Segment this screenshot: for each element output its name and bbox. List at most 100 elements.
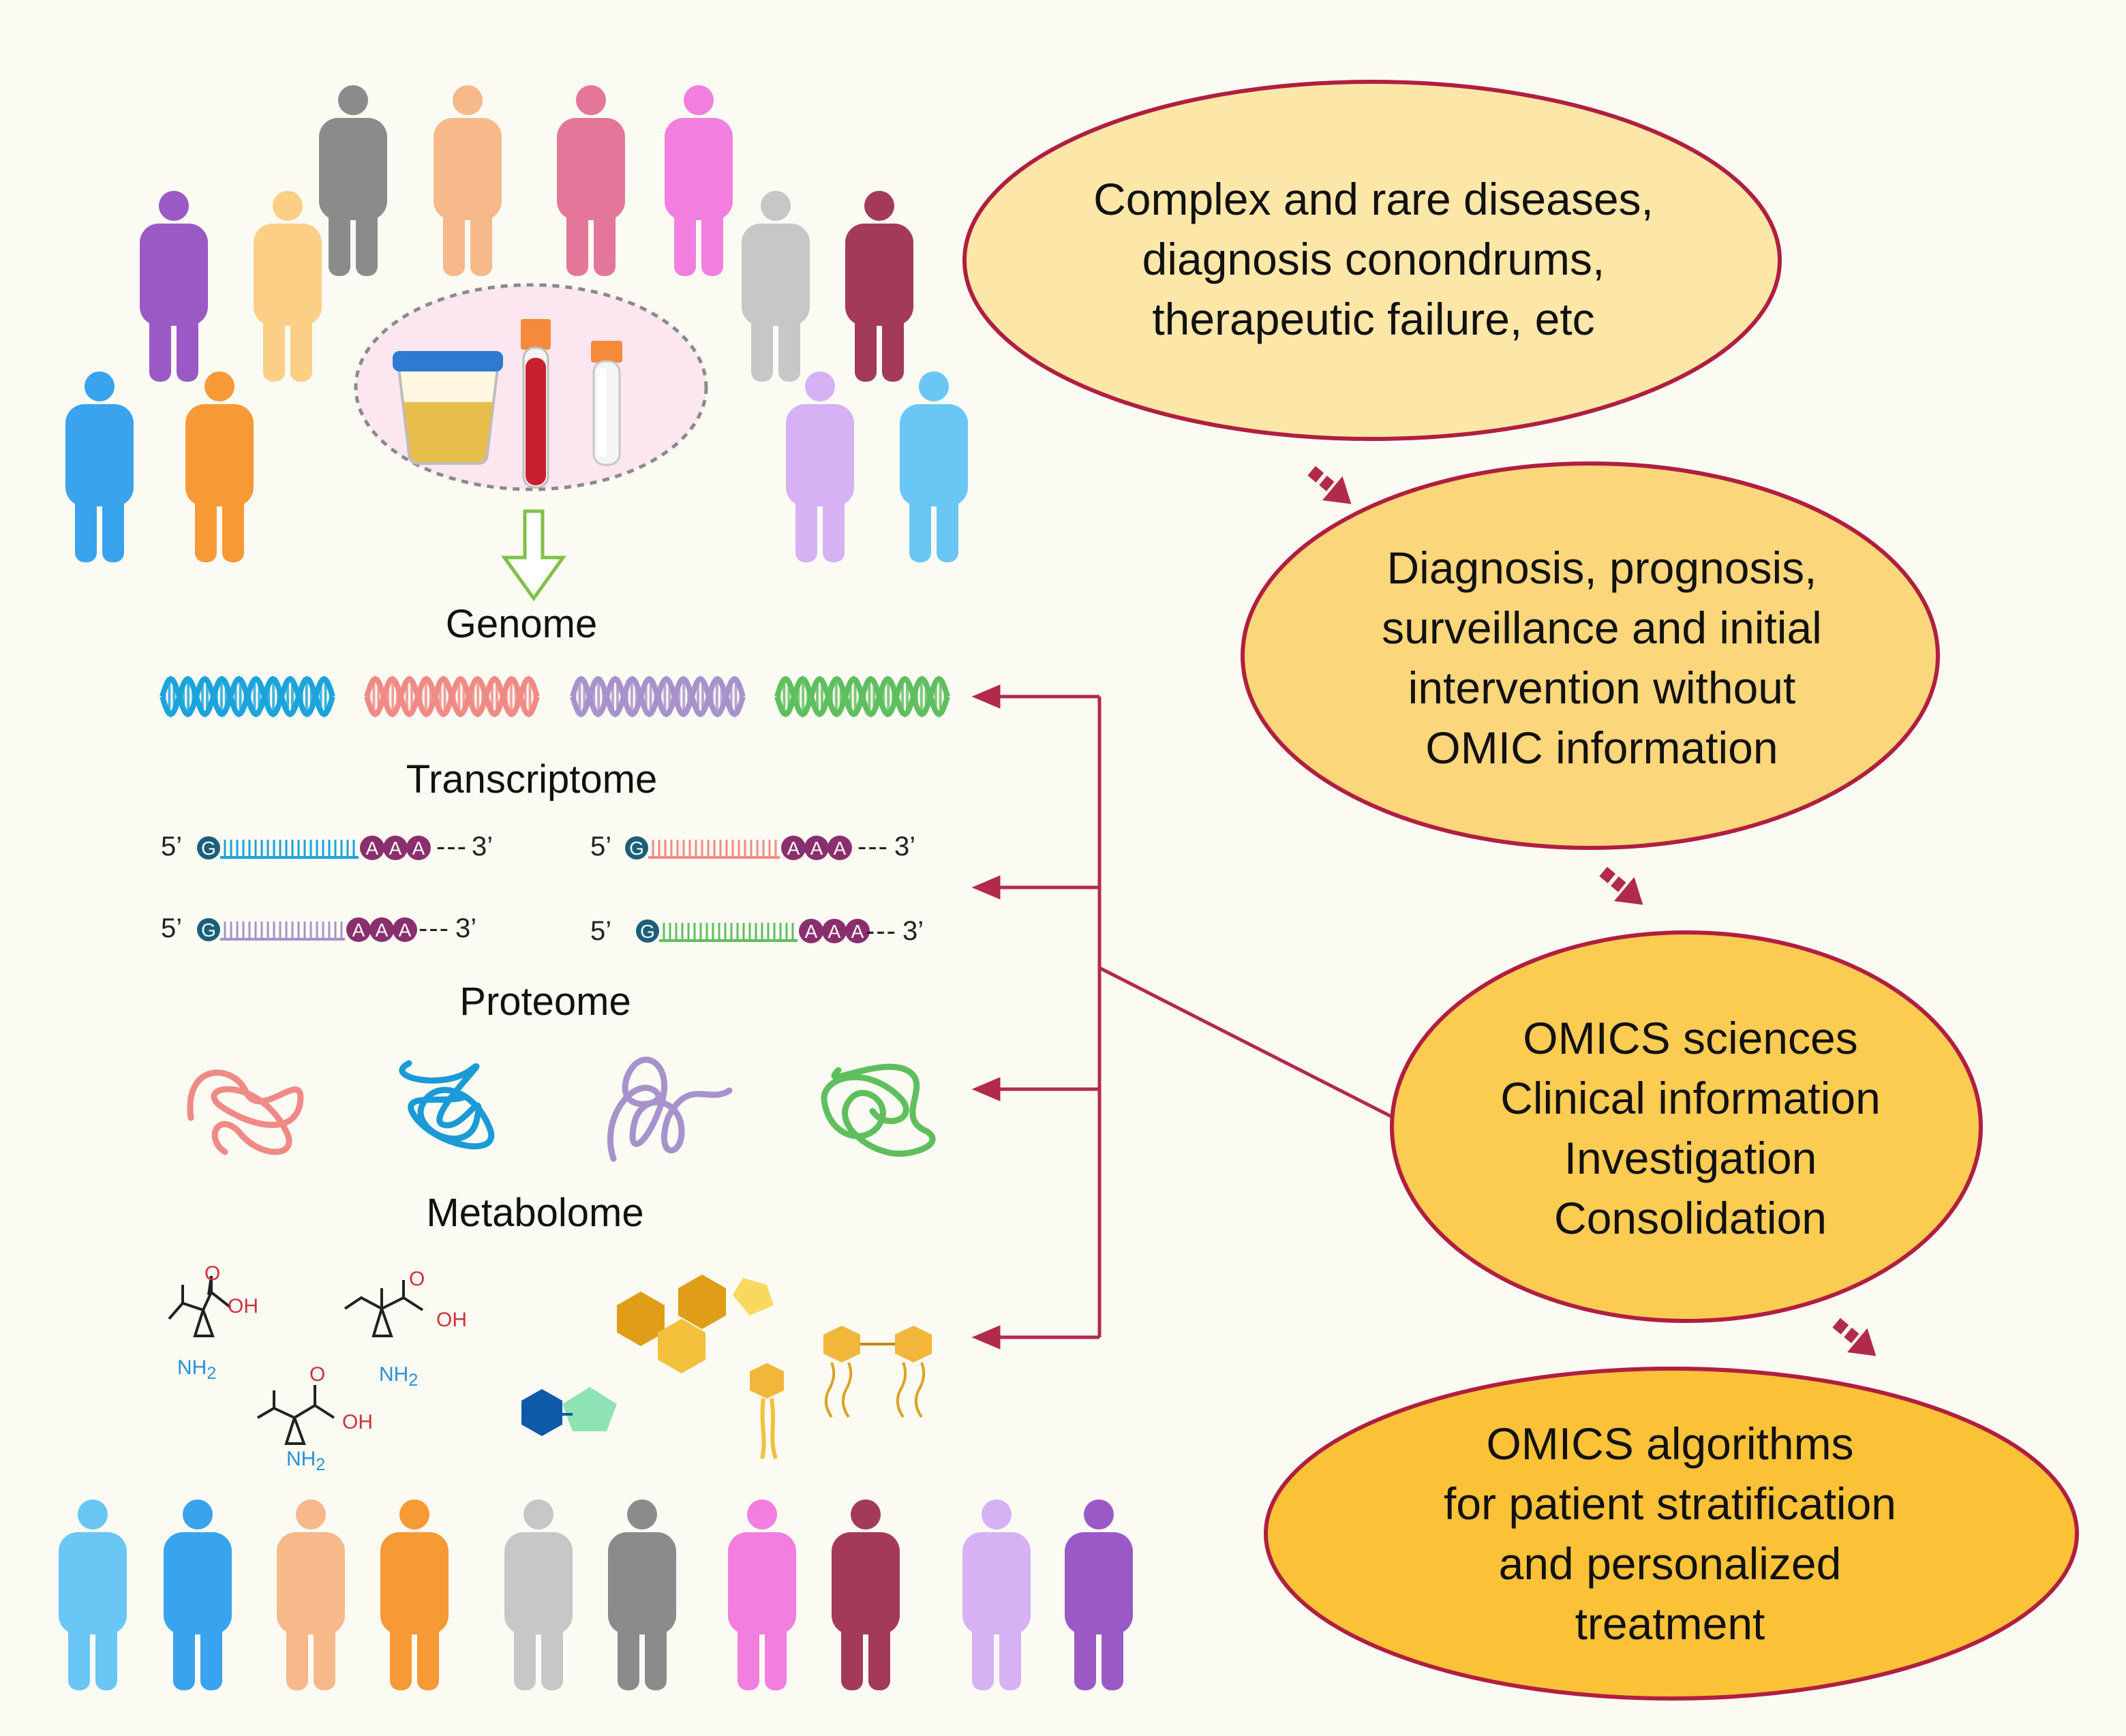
poly-dashes: --- — [857, 832, 889, 862]
protein-icon — [399, 1060, 495, 1150]
person-icon — [1065, 1499, 1133, 1690]
chem-o: O — [309, 1363, 326, 1386]
chem-o: O — [204, 1262, 221, 1285]
three-prime-label: 3’ — [894, 832, 916, 862]
poly-dashes: --- — [866, 916, 897, 946]
five-prime-label: 5’ — [161, 913, 183, 943]
flow-arrow-icon — [1832, 1318, 1877, 1356]
ellipse-line: OMIC information — [1425, 722, 1778, 773]
dna-helix-icon — [774, 675, 950, 718]
person-icon — [608, 1499, 676, 1690]
ellipse-diagnosis — [1241, 461, 1940, 850]
person-icon — [665, 85, 733, 276]
three-prime-label: 3’ — [455, 913, 477, 943]
dna-helix-icon — [570, 675, 746, 718]
metabolome-label: Metabolome — [426, 1191, 644, 1235]
ellipse-line: surveillance and initial — [1382, 603, 1822, 653]
ellipse-line: OMICS algorithms — [1486, 1418, 1854, 1469]
ellipse-text-diagnosis: Diagnosis, prognosis, surveillance and i… — [1295, 498, 1909, 818]
genome-dna-row — [160, 675, 950, 718]
proteome-protein-row — [187, 1056, 936, 1162]
ellipse-line: intervention without — [1408, 663, 1796, 713]
poly-a-letter: A — [412, 838, 425, 859]
poly-a-letter: A — [376, 919, 389, 941]
ellipse-text-complex-diseases: Complex and rare diseases, diagnosis con… — [1033, 116, 1714, 402]
ellipse-line: for patient stratification — [1444, 1478, 1896, 1529]
person-icon — [728, 1499, 796, 1690]
people-bottom — [59, 1499, 1133, 1690]
cap-letter: G — [201, 919, 216, 941]
flow-arrow-icon — [1307, 466, 1352, 504]
cap-letter: G — [629, 838, 644, 859]
person-icon — [319, 85, 387, 276]
cap-letter: G — [640, 921, 655, 942]
ellipse-complex-diseases — [962, 80, 1782, 441]
genome-label: Genome — [445, 602, 598, 646]
poly-a-letter: A — [834, 838, 847, 859]
person-icon — [380, 1499, 449, 1690]
person-icon — [845, 191, 913, 382]
chem-oh: OH — [228, 1295, 258, 1318]
ellipse-line: Consolidation — [1554, 1193, 1827, 1243]
ellipse-omics-sciences — [1390, 930, 1983, 1323]
person-icon — [742, 191, 810, 382]
poly-a-letter: A — [366, 838, 379, 859]
person-icon — [140, 191, 208, 382]
arrow-left-icon — [971, 1325, 1001, 1350]
poly-dashes: --- — [419, 913, 450, 943]
flow-arrow-icon — [1599, 866, 1643, 905]
chem-nh2: NH2 — [286, 1448, 326, 1474]
flow-arrows — [1307, 466, 1877, 1356]
dna-helix-icon — [364, 675, 540, 718]
person-icon — [786, 371, 854, 562]
ellipse-line: therapeutic failure, etc — [1152, 294, 1595, 344]
chem-nh2: NH2 — [379, 1363, 419, 1390]
proteome-label: Proteome — [459, 979, 631, 1024]
chem-nh2: NH2 — [177, 1356, 217, 1383]
poly-a-letter: A — [810, 838, 823, 859]
ellipse-line: Clinical information — [1500, 1073, 1881, 1123]
poly-a-letter: A — [399, 919, 412, 941]
arrow-left-icon — [971, 875, 1001, 900]
person-icon — [557, 85, 625, 276]
arrow-left-icon — [971, 684, 1001, 709]
person-icon — [504, 1499, 573, 1690]
sample-collection — [354, 283, 708, 491]
three-prime-label: 3’ — [902, 916, 924, 946]
hexagon-molecules — [521, 1275, 932, 1459]
ellipse-text-omics-algorithms: OMICS algorithms for patient stratificat… — [1329, 1377, 2011, 1690]
person-icon — [434, 85, 502, 276]
person-icon — [254, 191, 322, 382]
ellipse-line: treatment — [1575, 1598, 1765, 1649]
five-prime-label: 5’ — [590, 832, 612, 862]
chem-o: O — [409, 1268, 425, 1290]
ellipse-line: and personalized — [1498, 1538, 1842, 1589]
dna-helix-icon — [160, 675, 335, 718]
poly-a-letter: A — [828, 921, 841, 942]
protein-icon — [187, 1069, 304, 1155]
person-icon — [164, 1499, 232, 1690]
empty-tube-icon — [591, 341, 622, 466]
person-icon — [277, 1499, 345, 1690]
chem-oh: OH — [436, 1309, 467, 1331]
poly-a-letter: A — [389, 838, 402, 859]
protein-icon — [607, 1056, 733, 1162]
five-prime-label: 5’ — [161, 832, 183, 862]
metabolite-structures — [168, 1275, 424, 1445]
person-icon — [65, 371, 134, 562]
ellipse-text-omics-sciences: OMICS sciences Clinical information Inve… — [1418, 968, 1963, 1288]
chem-oh: OH — [342, 1411, 373, 1433]
protein-icon — [821, 1063, 936, 1157]
ellipse-line: Complex and rare diseases, — [1093, 174, 1654, 224]
poly-a-letter: A — [352, 919, 365, 941]
blood-tube-icon — [521, 319, 551, 489]
ellipse-line: Investigation — [1564, 1133, 1817, 1183]
poly-a-letter: A — [851, 921, 864, 942]
five-prime-label: 5’ — [590, 916, 612, 946]
